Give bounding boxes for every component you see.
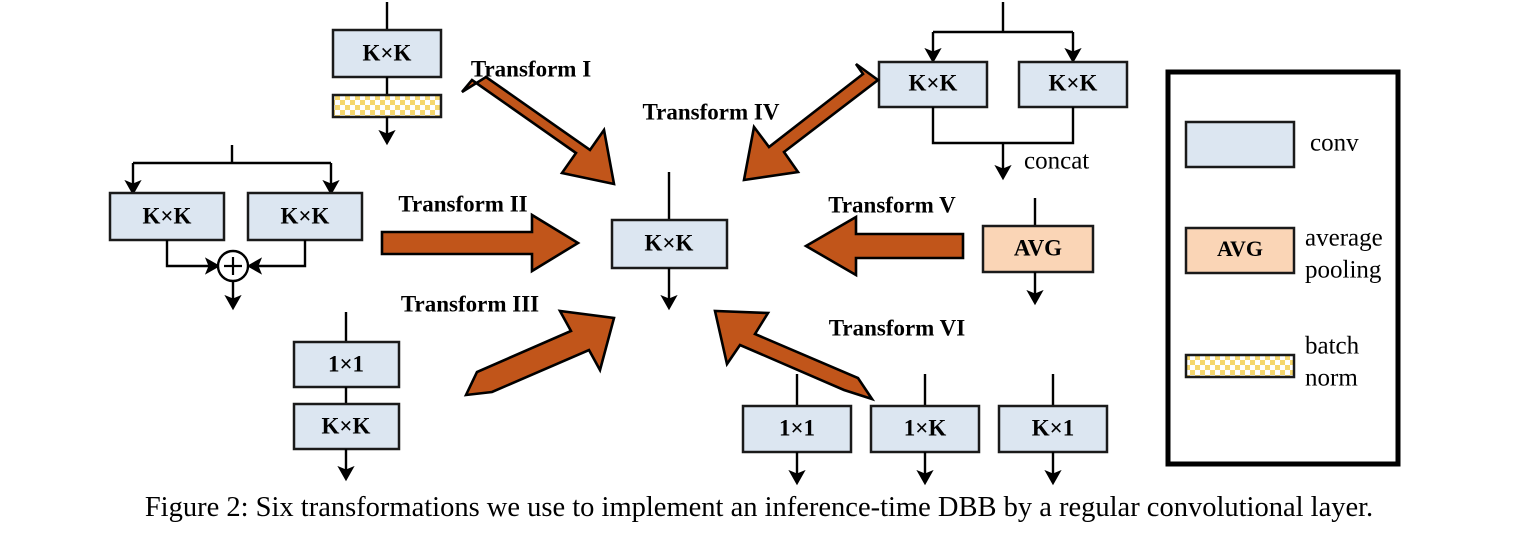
center-conv-label: K×K xyxy=(645,230,694,255)
transform-i-label: Transform I xyxy=(471,56,591,81)
legend-label-avgpool-line2: pooling xyxy=(1305,257,1382,284)
legend-swatch-conv xyxy=(1184,120,1296,169)
branch-vi-conv-1x1-label: 1×1 xyxy=(779,415,815,440)
transform-vi-label: Transform VI xyxy=(829,315,966,340)
branch-vi-conv-kx1-label: K×1 xyxy=(1032,415,1075,440)
branch-iv-conv-left-label: K×K xyxy=(909,70,958,95)
legend-label-avgpool-line1: average xyxy=(1305,225,1383,252)
branch-vi-conv-1xk-box[interactable] xyxy=(869,404,981,454)
branch-ii-conv-right-label: K×K xyxy=(281,203,330,228)
branch-vi-conv-1x1-box[interactable] xyxy=(741,404,853,454)
legend-swatch-batchnorm xyxy=(1184,353,1296,379)
branch-iv-concat-bar xyxy=(931,107,1075,145)
branch-iii-conv-1x1-label: 1×1 xyxy=(328,351,364,376)
branch-i-batchnorm-box[interactable] xyxy=(331,93,443,119)
transform-iv-arrow-group[interactable]: Transform IV xyxy=(643,62,881,182)
branch-iv-conv-right-label: K×K xyxy=(1049,70,1098,95)
branch-vi-conv-kx1-box[interactable] xyxy=(997,404,1109,454)
branch-ii-group: K×K K×K + xyxy=(108,145,364,311)
legend-item-avgpool: AVG average pooling xyxy=(1184,225,1383,284)
branch-iii-group: 1×1 K×K xyxy=(292,312,401,482)
figure-caption: Figure 2: Six transformations we use to … xyxy=(144,492,1374,523)
branch-ii-right-merge-wire xyxy=(246,240,307,275)
branch-v-group: AVG xyxy=(981,198,1095,306)
legend-label-batchnorm-line1: batch xyxy=(1305,333,1360,360)
center-group: K×K xyxy=(610,172,729,311)
transform-iv-arrow[interactable] xyxy=(742,62,881,182)
transform-vi-arrow-group[interactable]: Transform VI xyxy=(713,309,966,402)
branch-v-avgpool-box[interactable] xyxy=(981,224,1095,274)
legend-item-conv: conv xyxy=(1184,120,1359,169)
transform-v-arrow[interactable] xyxy=(803,214,965,278)
transform-iv-label: Transform IV xyxy=(643,99,780,124)
branch-ii-conv-left-label: K×K xyxy=(143,203,192,228)
branch-i-conv-label: K×K xyxy=(363,40,412,65)
legend-swatch-avgpool-text: AVG xyxy=(1217,236,1263,261)
transform-v-arrow-group[interactable]: Transform V xyxy=(803,192,965,278)
legend-label-conv: conv xyxy=(1310,130,1359,157)
legend-item-batchnorm: batch norm xyxy=(1184,333,1360,392)
branch-ii-conv-left-box[interactable] xyxy=(108,191,226,242)
branch-ii-left-merge-wire xyxy=(165,240,221,275)
transform-iii-arrow[interactable] xyxy=(463,309,616,397)
transform-v-label: Transform V xyxy=(828,192,956,217)
branch-iv-concat-label: concat xyxy=(1024,148,1089,175)
branch-vi-conv-1xk-label: 1×K xyxy=(904,415,947,440)
legend-label-batchnorm-line2: norm xyxy=(1305,365,1358,392)
transform-iii-label: Transform III xyxy=(401,291,539,316)
branch-iii-conv-kxk-label: K×K xyxy=(322,413,371,438)
transform-vi-arrow[interactable] xyxy=(713,309,876,402)
transform-ii-label: Transform II xyxy=(398,191,527,216)
legend-swatch-avgpool xyxy=(1184,226,1296,275)
transform-ii-arrow-group[interactable]: Transform II xyxy=(380,191,581,274)
transform-iii-arrow-group[interactable]: Transform III xyxy=(401,291,616,397)
transform-i-arrow-group[interactable]: Transform I xyxy=(461,56,616,186)
branch-iv-conv-left-box[interactable] xyxy=(877,60,989,109)
branch-iv-group: K×K K×K concat xyxy=(877,2,1129,181)
transform-ii-arrow[interactable] xyxy=(380,212,581,274)
legend-panel: conv AVG average pooling batch norm xyxy=(1165,69,1401,467)
branch-v-avgpool-label: AVG xyxy=(1014,235,1062,260)
transform-i-arrow[interactable] xyxy=(461,75,616,186)
branch-i-group: K×K xyxy=(331,2,443,146)
center-conv-box[interactable] xyxy=(610,218,729,270)
branch-iii-conv-1x1-box[interactable] xyxy=(292,340,401,389)
branch-vi-group: 1×1 1×K K×1 xyxy=(741,374,1109,486)
